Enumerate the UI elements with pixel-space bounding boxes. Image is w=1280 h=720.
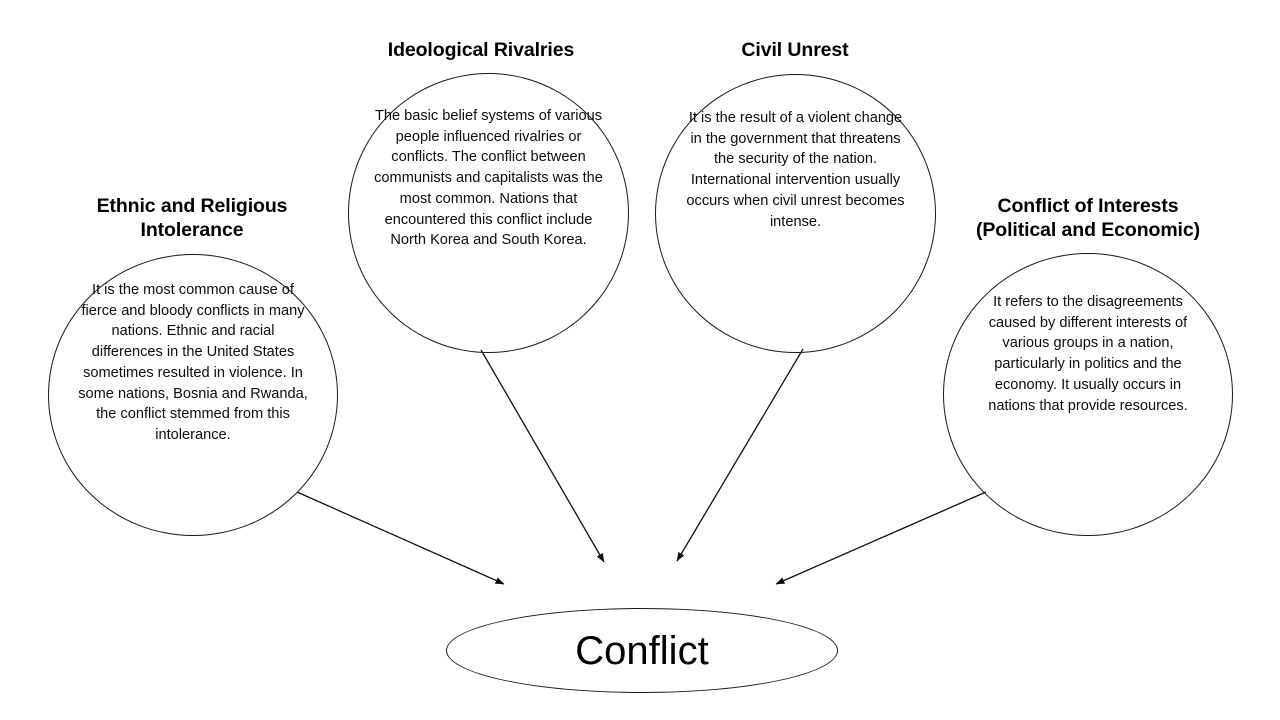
bubble-text-conflict-of-interests: It refers to the disagreements caused by… [988, 294, 1188, 414]
bubble-civil-unrest[interactable]: It is the result of a violent change in … [655, 74, 936, 353]
bubble-text-ethnic-religious-intolerance: It is the most common cause of fierce an… [78, 282, 308, 443]
connector-interests-to-conflict [775, 491, 987, 585]
hub-conflict[interactable]: Conflict [446, 608, 838, 693]
hub-label-conflict: Conflict [575, 628, 709, 673]
bubble-text-ideological-rivalries: The basic belief systems of various peop… [374, 108, 603, 249]
node-heading-conflict-of-interests: Conflict of Interests (Political and Eco… [975, 195, 1201, 241]
connector-civil-unrest-to-conflict [676, 348, 804, 562]
connector-ideological-to-conflict [480, 349, 605, 563]
bubble-ideological-rivalries[interactable]: The basic belief systems of various peop… [348, 73, 629, 353]
bubble-conflict-of-interests[interactable]: It refers to the disagreements caused by… [943, 253, 1233, 536]
connector-ethnic-to-conflict [296, 491, 505, 585]
node-heading-ideological-rivalries: Ideological Rivalries [387, 39, 575, 61]
bubble-text-civil-unrest: It is the result of a violent change in … [686, 110, 905, 230]
node-heading-civil-unrest: Civil Unrest [741, 39, 849, 61]
node-heading-ethnic-religious-intolerance: Ethnic and Religious Intolerance [96, 195, 288, 241]
bubble-ethnic-religious-intolerance[interactable]: It is the most common cause of fierce an… [48, 254, 338, 536]
